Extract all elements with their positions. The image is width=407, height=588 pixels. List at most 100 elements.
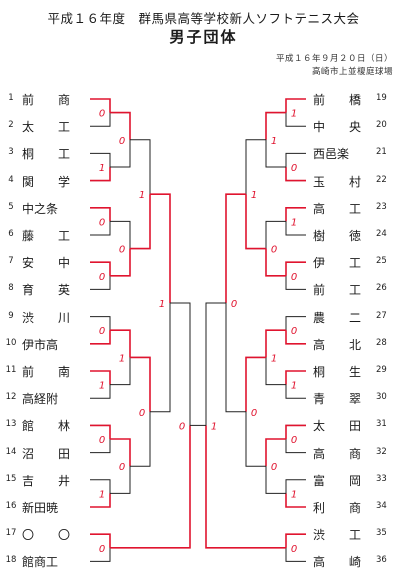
left-score-mark: 0 (99, 217, 105, 228)
left-winner-line (110, 425, 191, 549)
left-score-mark: 1 (139, 190, 145, 201)
left-winner-line (110, 438, 131, 467)
event-venue: 高崎市上並榎庭球場 (311, 67, 393, 77)
team-number: 34 (376, 501, 387, 511)
team-name: 伊市高 (22, 337, 59, 352)
team-name: 新田暁 (22, 501, 59, 515)
team-name: 利 商 (313, 501, 362, 515)
left-score-mark: 1 (99, 489, 105, 500)
left-score-mark: 0 (119, 245, 125, 256)
right-score-mark: 0 (231, 299, 237, 310)
team-number: 2 (8, 120, 14, 131)
left-winner-line (130, 194, 151, 250)
team-number: 15 (5, 473, 17, 484)
team-number: 22 (376, 174, 387, 185)
team-number: 10 (5, 337, 17, 348)
team-number: 5 (8, 201, 14, 212)
right-score-mark: 0 (291, 544, 297, 555)
left-winner-line (110, 248, 131, 277)
left-winner-line (90, 261, 111, 276)
right-score-mark: 0 (271, 245, 277, 256)
team-name: 館 林 (22, 419, 71, 434)
right-score-mark: 1 (271, 353, 277, 364)
right-winner-line (225, 193, 246, 303)
left-score-mark: 0 (139, 408, 145, 419)
team-name: 桐 生 (313, 365, 362, 379)
right-winner-line (285, 98, 306, 113)
team-name: 青 翠 (313, 392, 362, 407)
team-number: 31 (376, 419, 387, 430)
right-winner-line (285, 533, 306, 548)
team-name: 西邑楽 (313, 147, 350, 162)
team-number: 9 (8, 310, 14, 321)
left-winner-line (110, 329, 131, 358)
team-name: 渋 川 (22, 310, 71, 325)
team-name: 〇 〇 (22, 528, 71, 543)
right-score-mark: 1 (291, 217, 297, 228)
team-name: 安 中 (22, 256, 71, 271)
team-name: 関 学 (22, 174, 71, 189)
team-name: 農 二 (313, 310, 362, 325)
team-number: 30 (376, 392, 387, 403)
team-number: 26 (376, 283, 387, 294)
team-name: 前 工 (313, 283, 362, 298)
right-winner-line (285, 493, 306, 508)
right-score-mark: 1 (291, 489, 297, 500)
right-winner-line (285, 261, 306, 276)
team-number: 3 (8, 147, 14, 158)
team-number: 1 (8, 93, 14, 103)
team-number: 23 (376, 201, 387, 212)
team-number: 12 (5, 392, 17, 403)
team-number: 33 (376, 473, 387, 484)
right-score-mark: 1 (211, 421, 217, 432)
right-winner-line (265, 329, 286, 358)
team-number: 7 (8, 256, 14, 267)
right-winner-line (285, 167, 306, 182)
team-number: 36 (376, 555, 387, 566)
team-number: 28 (376, 337, 387, 348)
right-score-mark: 0 (291, 326, 297, 337)
left-score-mark: 0 (99, 544, 105, 555)
left-winner-line (90, 207, 111, 222)
team-name: 高 商 (313, 446, 362, 461)
team-name: 高経附 (22, 392, 59, 407)
team-number: 14 (5, 446, 17, 457)
team-name: 高 工 (313, 201, 362, 216)
team-name: 中之条 (22, 201, 59, 216)
team-name: 玉 村 (313, 174, 362, 189)
left-winner-line (90, 167, 111, 182)
team-number: 24 (376, 229, 387, 239)
team-name: 太 工 (22, 120, 71, 135)
left-score-mark: 0 (179, 421, 185, 432)
left-score-mark: 0 (99, 326, 105, 337)
team-number: 16 (5, 501, 17, 511)
team-name: 太 田 (313, 419, 362, 434)
team-name: 前 商 (22, 93, 71, 107)
team-name: 樹 徳 (313, 229, 362, 243)
team-name: 渋 工 (313, 528, 362, 543)
left-winner-line (90, 533, 111, 548)
team-name: 館商工 (22, 555, 59, 570)
team-number: 20 (376, 120, 387, 131)
team-number: 8 (8, 283, 14, 294)
right-winner-line (245, 194, 266, 250)
team-name: 伊 工 (313, 256, 362, 271)
left-score-mark: 0 (119, 136, 125, 147)
team-name: 前 橋 (313, 93, 362, 107)
left-winner-line (90, 424, 111, 439)
left-score-mark: 1 (99, 163, 105, 174)
team-name: 高 崎 (313, 555, 362, 570)
right-winner-line (285, 207, 306, 222)
team-name: 中 央 (313, 120, 362, 135)
right-winner-line (265, 438, 286, 467)
left-winner-line (90, 493, 111, 508)
right-winner-line (245, 356, 266, 412)
team-number: 19 (376, 93, 387, 103)
left-score-mark: 0 (99, 435, 105, 446)
right-winner-line (285, 330, 306, 345)
team-name: 富 岡 (313, 473, 362, 488)
team-name: 高 北 (313, 337, 362, 352)
left-winner-line (150, 193, 171, 303)
